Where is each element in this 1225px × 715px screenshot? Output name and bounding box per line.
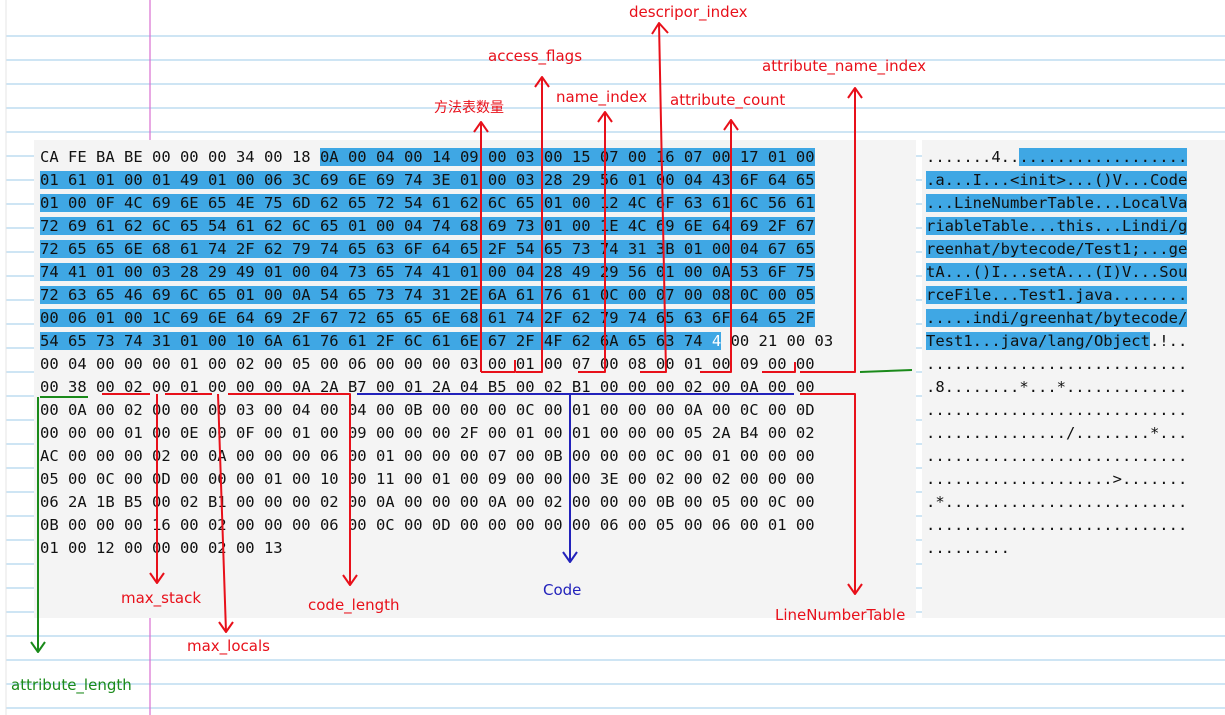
hex-selected-bytes: 74 41 01 00 03 28 29 49 01 00 04 73 65 7… (40, 263, 815, 281)
hex-row: 0B 00 00 00 16 00 02 00 00 00 06 00 0C 0… (40, 514, 918, 537)
ascii-row: ......... (926, 537, 1222, 560)
ascii-bytes: ............................ (926, 355, 1188, 373)
ascii-row: reenhat/bytecode/Test1;...ge (926, 238, 1222, 261)
hex-selected-bytes: 01 61 01 00 01 49 01 00 06 3C 69 6E 69 7… (40, 171, 815, 189)
label-max-stack: max_stack (121, 589, 202, 607)
hex-bytes: 00 38 00 02 00 01 00 00 00 0A 2A B7 00 0… (40, 378, 815, 396)
attribute-length-arrow (30, 396, 88, 653)
hex-row: 72 65 65 6E 68 61 74 2F 62 79 74 65 63 6… (40, 238, 918, 261)
ascii-selected-bytes: .a...I...<init>...()V...Code (926, 171, 1188, 189)
hex-row: 00 0A 00 02 00 00 00 03 00 04 00 04 00 0… (40, 399, 918, 422)
ascii-row: .......4.................... (926, 146, 1222, 169)
hex-bytes: 00 21 00 03 (721, 332, 834, 350)
ascii-selected-bytes: .....indi/greenhat/bytecode/ (926, 309, 1188, 327)
label-method-count: 方法表数量 (434, 100, 504, 116)
name-index-arrow (578, 111, 613, 373)
hex-selected-bytes: 72 65 65 6E 68 61 74 2F 62 79 74 65 63 6… (40, 240, 815, 258)
ascii-row: ............................ (926, 399, 1222, 422)
ascii-selected-bytes: rceFile...Test1.java........ (926, 286, 1188, 304)
ascii-bytes: ....................>....... (926, 470, 1188, 488)
ascii-selected-bytes: reenhat/bytecode/Test1;...ge (926, 240, 1188, 258)
ascii-row: ............................ (926, 445, 1222, 468)
hex-row: 00 04 00 00 00 01 00 02 00 05 00 06 00 0… (40, 353, 918, 376)
hex-row: 72 69 61 62 6C 65 54 61 62 6C 65 01 00 0… (40, 215, 918, 238)
hex-row: 54 65 73 74 31 01 00 10 6A 61 76 61 2F 6… (40, 330, 918, 353)
label-code-length: code_length (308, 596, 400, 614)
ascii-selected-bytes: riableTable...this...Lindi/g (926, 217, 1188, 235)
ascii-row: rceFile...Test1.java........ (926, 284, 1222, 307)
ascii-selected-bytes: Test1...java/lang/Object (926, 332, 1150, 350)
ascii-row: .8........*...*............. (926, 376, 1222, 399)
attribute-length-bracket-top (859, 369, 913, 373)
ascii-bytes: ............................ (926, 447, 1188, 465)
code-arrow (357, 393, 794, 563)
code-length-arrow (228, 393, 358, 586)
max-stack-arrow (102, 393, 165, 584)
hex-row: 01 00 0F 4C 69 6E 65 4E 75 6D 62 65 72 5… (40, 192, 918, 215)
hex-selected-bytes: 4 (711, 332, 722, 350)
hex-row: 05 00 0C 00 0D 00 00 00 01 00 10 00 11 0… (40, 468, 918, 491)
ascii-bytes: .8........*...*............. (926, 378, 1188, 396)
hex-row: 00 00 00 01 00 0E 00 0F 00 01 00 09 00 0… (40, 422, 918, 445)
line-number-table-arrow (800, 393, 863, 595)
hex-selected-bytes: 54 65 73 74 31 01 00 10 6A 61 76 61 2F 6… (40, 332, 712, 350)
ascii-selected-bytes: .................. (1019, 148, 1188, 166)
hex-bytes: 0B 00 00 00 16 00 02 00 00 00 06 00 0C 0… (40, 516, 815, 534)
hex-bytes: 05 00 0C 00 0D 00 00 00 01 00 10 00 11 0… (40, 470, 815, 488)
ascii-selected-bytes: tA...()I...setA...(I)V...Sou (926, 263, 1188, 281)
label-attribute-length: attribute_length (11, 676, 132, 694)
ascii-bytes: ......... (926, 539, 1010, 557)
ascii-bytes: .............../........*... (926, 424, 1188, 442)
hex-row: CA FE BA BE 00 00 00 34 00 18 0A 00 04 0… (40, 146, 918, 169)
label-code: Code (543, 581, 582, 599)
label-attribute-name-index: attribute_name_index (762, 57, 927, 75)
ascii-bytes: .......4.. (926, 148, 1020, 166)
ascii-row: riableTable...this...Lindi/g (926, 215, 1222, 238)
label-line-number-table: LineNumberTable (775, 606, 906, 624)
descripor-index-arrow (640, 22, 669, 373)
ascii-row: ............................ (926, 514, 1222, 537)
ascii-bytes: ............................ (926, 401, 1188, 419)
hex-row: 01 61 01 00 01 49 01 00 06 3C 69 6E 69 7… (40, 169, 918, 192)
label-descripor-index: descripor_index (629, 3, 748, 21)
hex-bytes: CA FE BA BE 00 00 00 34 00 18 (40, 148, 320, 166)
ascii-row: .....indi/greenhat/bytecode/ (926, 307, 1222, 330)
ascii-bytes: .*.......................... (926, 493, 1188, 511)
hex-row: AC 00 00 00 02 00 0A 00 00 00 06 00 01 0… (40, 445, 918, 468)
ascii-bytes: ............................ (926, 516, 1188, 534)
label-access-flags: access_flags (488, 47, 583, 65)
access-flags-arrow (516, 76, 550, 373)
max-locals-arrow (165, 393, 234, 633)
ascii-selected-bytes: ...LineNumberTable...LocalVa (926, 194, 1188, 212)
ascii-row: Test1...java/lang/Object.!.. (926, 330, 1222, 353)
hex-bytes: 00 0A 00 02 00 00 00 03 00 04 00 04 00 0… (40, 401, 815, 419)
hex-bytes: AC 00 00 00 02 00 0A 00 00 00 06 00 01 0… (40, 447, 815, 465)
ascii-bytes: .!.. (1149, 332, 1188, 350)
ascii-row: .*.......................... (926, 491, 1222, 514)
hex-selected-bytes: 01 00 0F 4C 69 6E 65 4E 75 6D 62 65 72 5… (40, 194, 815, 212)
label-max-locals: max_locals (187, 637, 270, 655)
ascii-row: .a...I...<init>...()V...Code (926, 169, 1222, 192)
hex-bytes: 00 04 00 00 00 01 00 02 00 05 00 06 00 0… (40, 355, 815, 373)
ascii-row: ............................ (926, 353, 1222, 376)
hex-bytes: 00 00 00 01 00 0E 00 0F 00 01 00 09 00 0… (40, 424, 815, 442)
hex-selected-bytes: 72 69 61 62 6C 65 54 61 62 6C 65 01 00 0… (40, 217, 815, 235)
ascii-row: ...LineNumberTable...LocalVa (926, 192, 1222, 215)
hex-selected-bytes: 0A 00 04 00 14 09 00 03 00 15 07 00 16 0… (319, 148, 815, 166)
label-name-index: name_index (556, 88, 648, 106)
attribute-count-arrow (700, 119, 739, 373)
attribute-name-index-arrow (800, 87, 863, 373)
ascii-row: tA...()I...setA...(I)V...Sou (926, 261, 1222, 284)
ascii-row: ....................>....... (926, 468, 1222, 491)
hex-row: 00 38 00 02 00 01 00 00 00 0A 2A B7 00 0… (40, 376, 918, 399)
ascii-row: .............../........*... (926, 422, 1222, 445)
attribute-count-bracket-end (762, 362, 796, 373)
method-count-arrow (473, 121, 516, 373)
label-attribute-count: attribute_count (670, 91, 786, 109)
hex-row: 74 41 01 00 03 28 29 49 01 00 04 73 65 7… (40, 261, 918, 284)
